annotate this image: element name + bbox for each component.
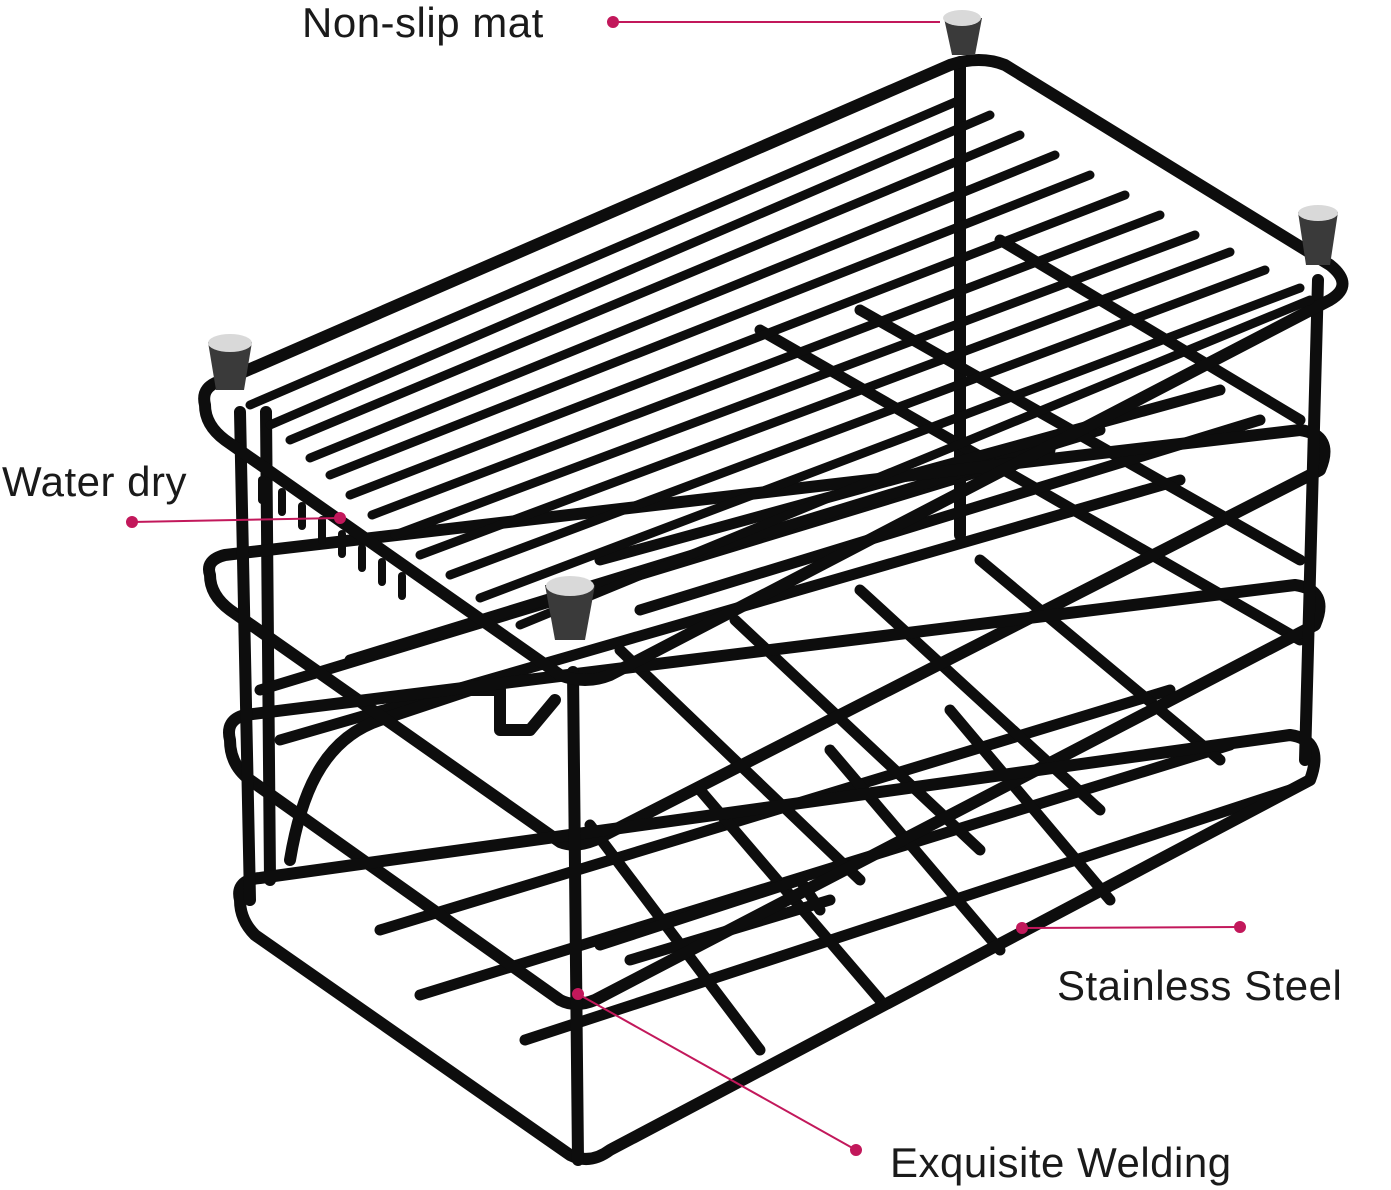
- foot-icon: [208, 334, 252, 390]
- leader-dot-water-dry: [126, 516, 138, 528]
- callout-label-exquisite-welding: Exquisite Welding: [890, 1139, 1232, 1186]
- leader-tip-water-dry: [334, 512, 346, 524]
- wire-rack: [198, 54, 1349, 1166]
- callout-label-stainless-steel: Stainless Steel: [1057, 962, 1343, 1009]
- rack-top-slats: [245, 95, 1315, 630]
- foot-icon: [1298, 205, 1338, 265]
- leader-line-water-dry: [131, 517, 341, 523]
- callout-label-water-dry: Water dry: [2, 458, 187, 505]
- rack-top-frame: [198, 54, 1349, 686]
- leader-line-exquisite-welding: [577, 993, 857, 1151]
- callout-label-non-slip-mat: Non-slip mat: [302, 0, 544, 46]
- leader-dot-non-slip-mat: [607, 16, 619, 28]
- foot-icon: [943, 10, 982, 55]
- leader-tip-stainless-steel: [1016, 922, 1028, 934]
- rack-rail-1: [203, 424, 1331, 851]
- rack-leg-back-left: [260, 406, 276, 886]
- foot-icon: [545, 576, 595, 640]
- leader-line-stainless-steel: [1021, 926, 1241, 929]
- leader-dot-stainless-steel: [1234, 921, 1246, 933]
- leader-tip-exquisite-welding: [572, 988, 584, 1000]
- leader-dot-exquisite-welding: [850, 1144, 862, 1156]
- rack-leg-front-left: [234, 406, 256, 906]
- rack-leg-front-right: [1299, 274, 1324, 766]
- rubber-feet: [208, 10, 1338, 640]
- callout-leaders: [126, 16, 1246, 1156]
- rack-leg-front-mid: [567, 666, 584, 1166]
- rack-drip-bars: [258, 476, 406, 600]
